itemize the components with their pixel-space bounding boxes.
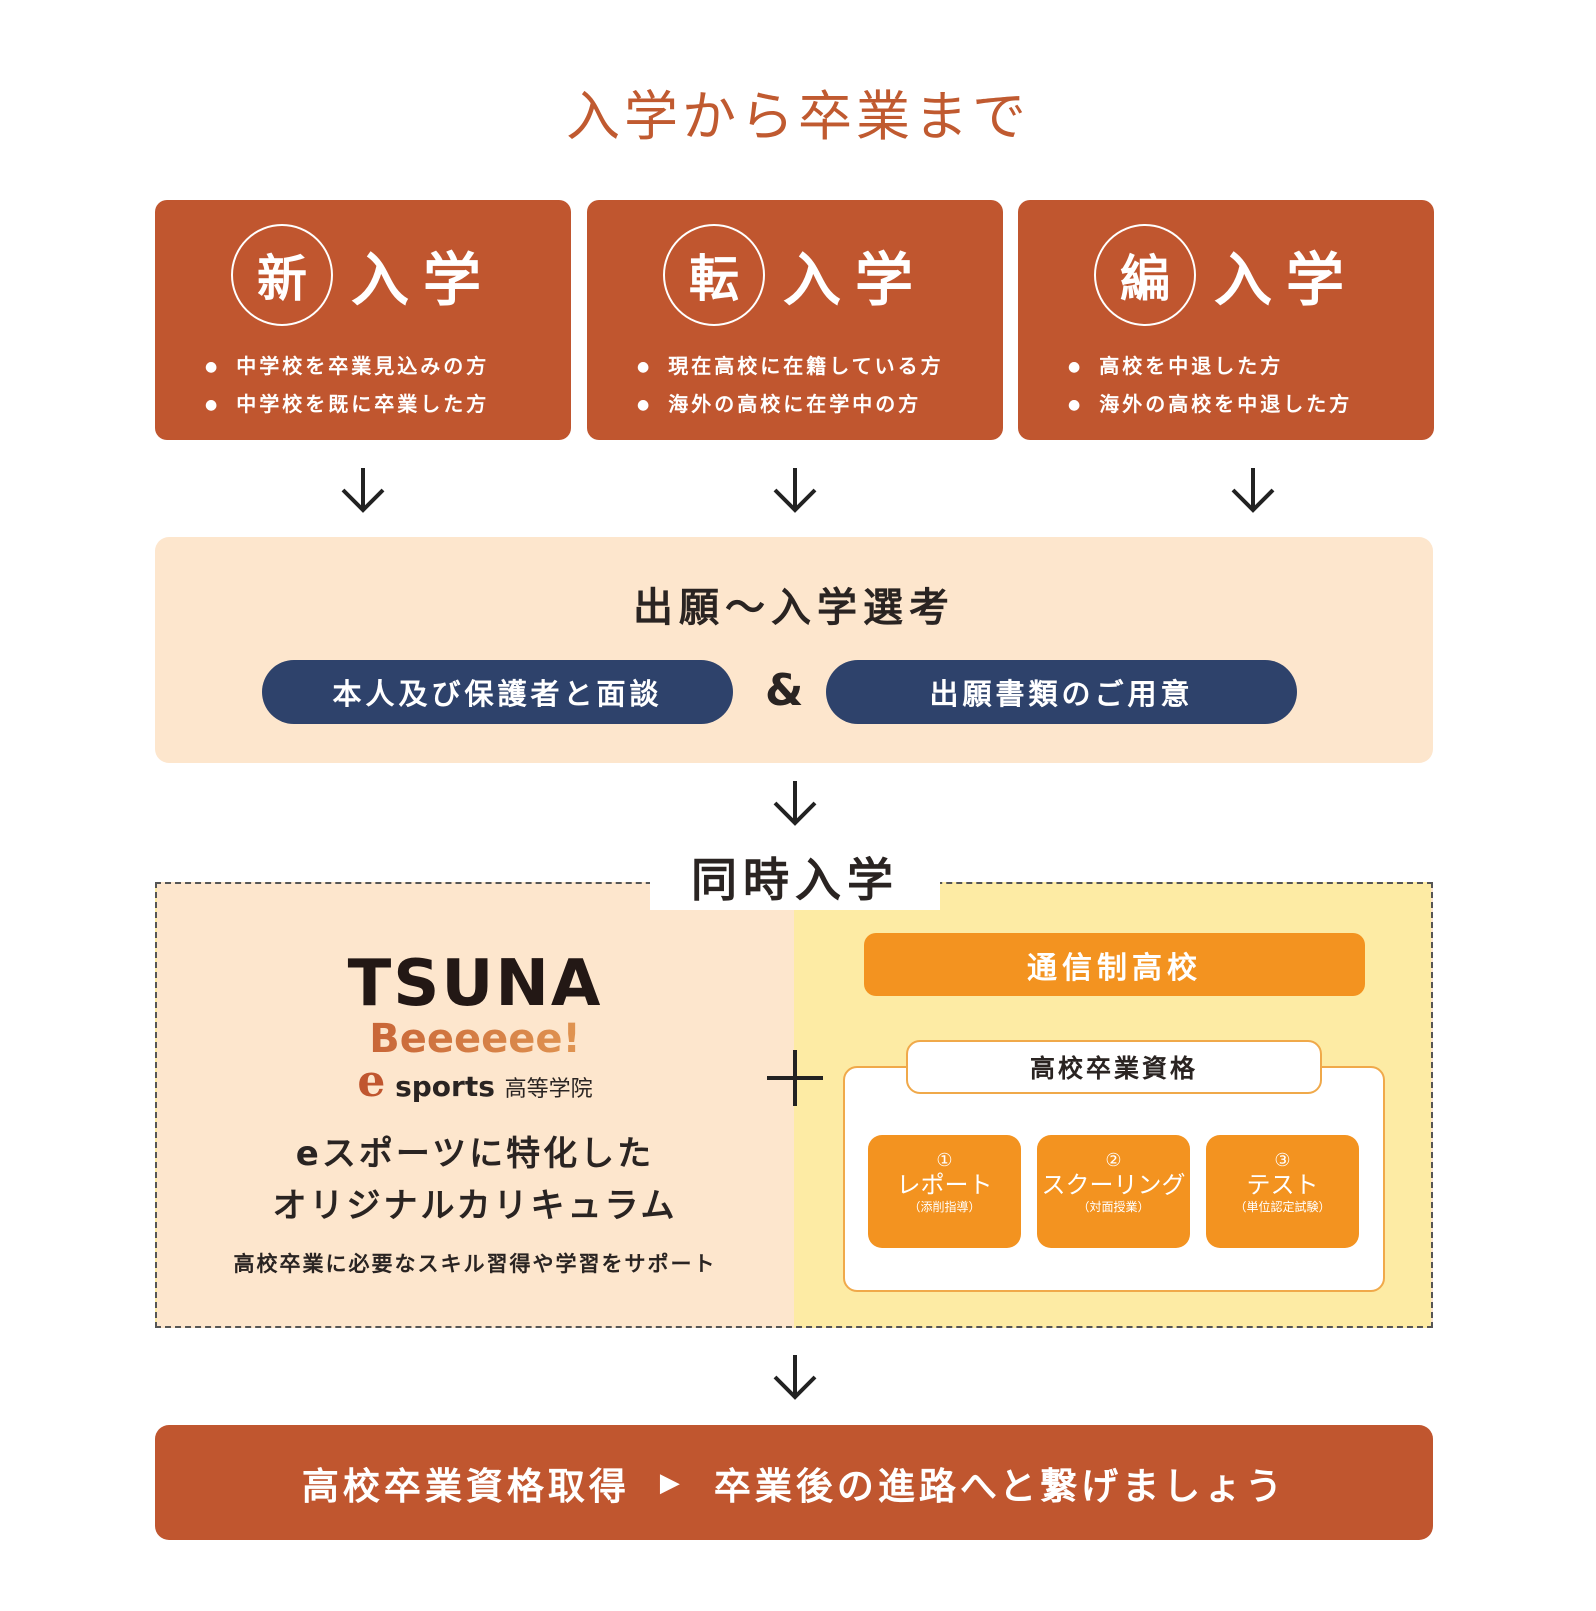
step-number: ① <box>936 1150 953 1171</box>
card-transfer: 転入学 現在高校に在籍している方海外の高校に在学中の方 <box>587 200 1003 440</box>
step-sub: （単位認定試験） <box>1234 1200 1331 1214</box>
card-word: 入学 <box>782 246 927 314</box>
card-new-admission: 新入学 中学校を卒業見込みの方中学校を既に卒業した方 <box>155 200 571 440</box>
application-title: 出願〜入学選考 <box>633 585 955 631</box>
logo-school: 高等学院 <box>504 1077 593 1102</box>
step-number: ② <box>1105 1150 1122 1171</box>
arrow-down-icon <box>773 468 817 513</box>
bullet: 海外の高校に在学中の方 <box>637 386 944 424</box>
step-sub: （添削指導） <box>908 1200 981 1214</box>
support-text: 高校卒業に必要なスキル習得や学習をサポート <box>233 1252 717 1276</box>
play-triangle-icon: ▶ <box>659 1467 684 1498</box>
step-label: レポート <box>896 1171 993 1199</box>
bullet: 中学校を卒業見込みの方 <box>205 348 489 386</box>
bullet: 中学校を既に卒業した方 <box>205 386 489 424</box>
step-label: スクーリング <box>1041 1171 1186 1199</box>
logo-tsuna: TSUNA <box>347 947 603 1021</box>
simultaneous-heading: 同時入学 <box>650 850 940 910</box>
final-banner: 高校卒業資格取得 ▶ 卒業後の進路へと繋げましょう <box>155 1425 1433 1540</box>
card-word: 入学 <box>350 246 495 314</box>
ampersand: & <box>765 665 804 716</box>
interview-pill: 本人及び保護者と面談 <box>262 660 733 724</box>
bullet: 現在高校に在籍している方 <box>637 348 944 386</box>
card-char: 転 <box>662 224 765 326</box>
catch-line-1: eスポーツに特化した <box>295 1134 655 1174</box>
application-panel: 出願〜入学選考 本人及び保護者と面談 & 出願書類のご用意 <box>155 537 1433 763</box>
card-reentry: 編入学 高校を中退した方海外の高校を中退した方 <box>1018 200 1434 440</box>
tsuna-logo: TSUNA Beeeeee! e sports 高等学院 <box>300 952 650 1110</box>
correspondence-school-label: 通信制高校 <box>864 933 1365 996</box>
catch-line-2: オリジナルカリキュラム <box>272 1186 678 1226</box>
final-left: 高校卒業資格取得 <box>301 1464 630 1508</box>
bullet: 海外の高校を中退した方 <box>1068 386 1352 424</box>
step-number: ③ <box>1274 1150 1291 1171</box>
final-right: 卒業後の進路へと繋げましょう <box>713 1464 1287 1508</box>
documents-pill: 出願書類のご用意 <box>826 660 1297 724</box>
catchphrase: eスポーツに特化したオリジナルカリキュラム <box>155 1128 795 1232</box>
step-label: テスト <box>1246 1171 1319 1199</box>
qualification-label: 高校卒業資格 <box>906 1040 1322 1094</box>
arrow-down-icon <box>773 781 817 826</box>
logo-beeeeee: Beeeeee! <box>300 1016 650 1062</box>
arrow-down-icon <box>1231 468 1275 513</box>
page-title: 入学から卒業まで <box>566 85 1030 148</box>
logo-e: e <box>357 1056 386 1107</box>
step-sub: （対面授業） <box>1077 1200 1150 1214</box>
card-word: 入学 <box>1213 246 1358 314</box>
bullet: 高校を中退した方 <box>1068 348 1352 386</box>
logo-sports: sports <box>395 1070 495 1103</box>
arrow-down-icon <box>773 1355 817 1400</box>
card-char: 新 <box>230 224 333 326</box>
plus-icon <box>767 1050 823 1106</box>
card-char: 編 <box>1093 224 1196 326</box>
arrow-down-icon <box>341 468 385 513</box>
